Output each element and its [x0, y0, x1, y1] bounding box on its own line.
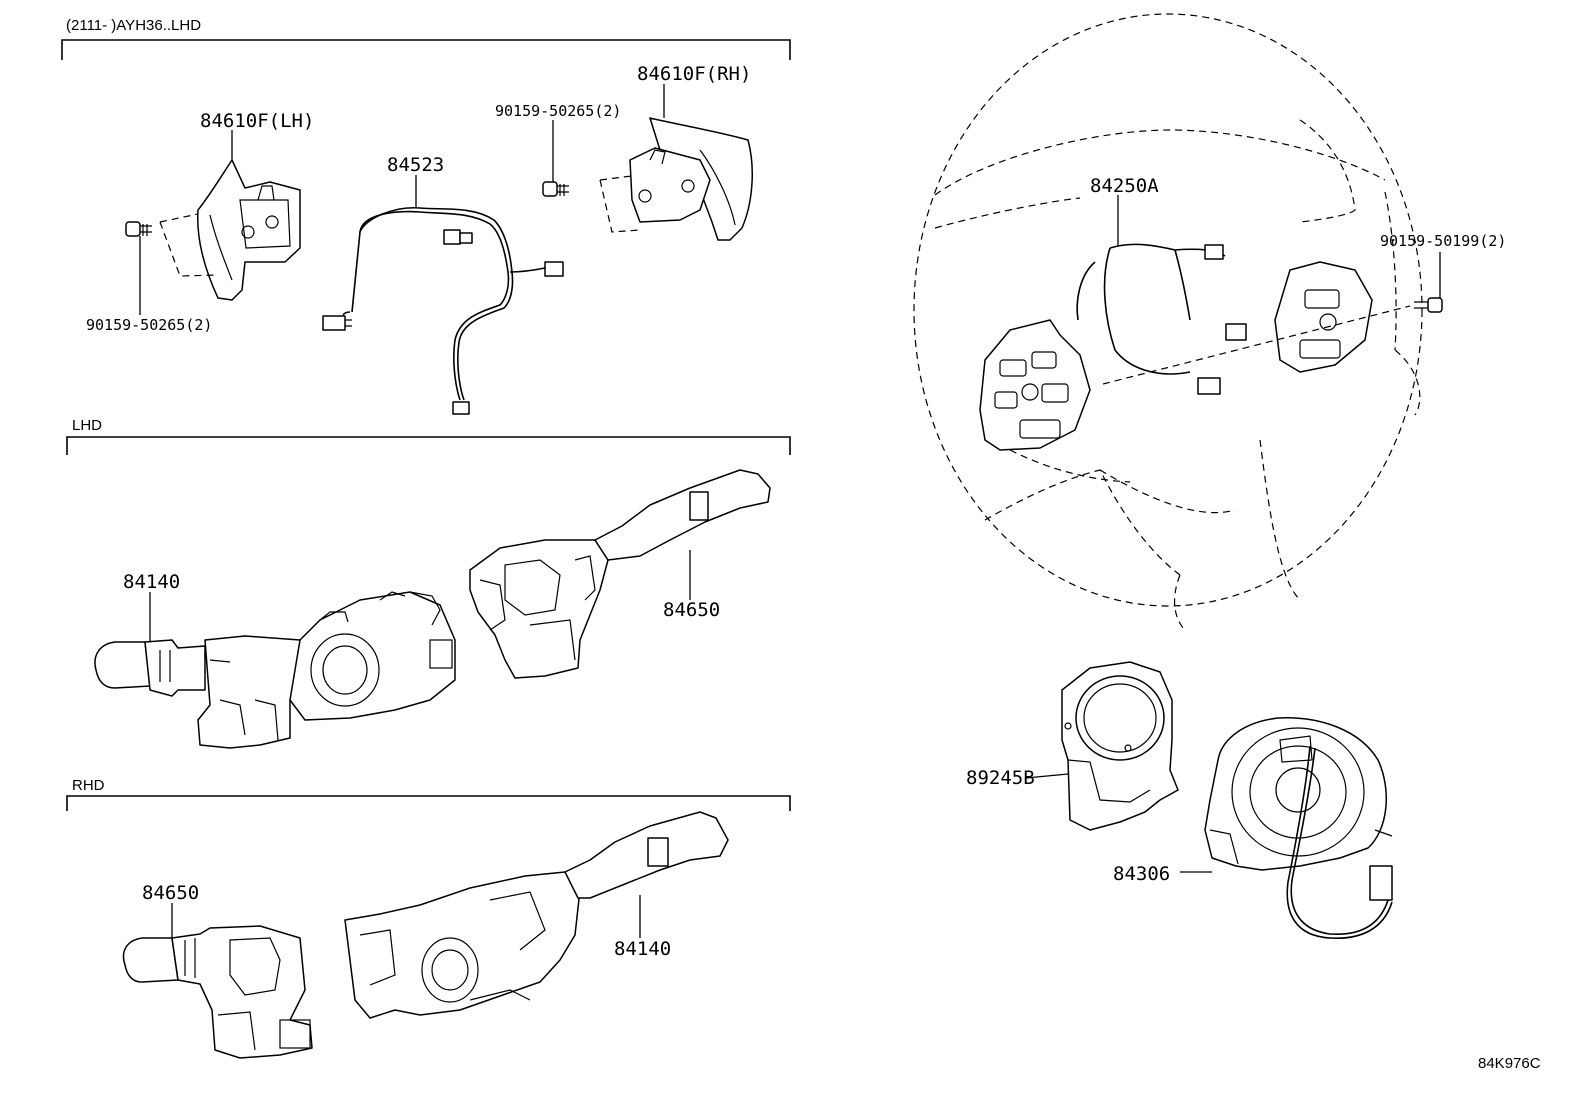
part-label-rhd-84650: 84650 [142, 882, 199, 904]
section-label-top: (2111- )AYH36..LHD [66, 17, 201, 34]
part-label-90159-50265-rh: 90159-50265(2) [495, 102, 621, 120]
diagram-reference-code: 84K976C [1478, 1055, 1541, 1072]
screw-wheel-drawing [1414, 297, 1443, 313]
wire-harness-drawing [322, 207, 564, 415]
part-label-84250a: 84250A [1090, 175, 1159, 197]
part-label-84610f-rh: 84610F(RH) [637, 63, 751, 85]
part-label-rhd-84140: 84140 [614, 938, 671, 960]
lhd-wiper-switch-drawing [469, 469, 771, 679]
steering-switch-84250a-drawing [979, 243, 1411, 451]
paddle-rh-drawing [599, 117, 753, 241]
screw-lh-drawing [125, 221, 152, 237]
leader-89245b [1025, 773, 1069, 779]
part-label-lhd-84650: 84650 [663, 599, 720, 621]
part-label-84523: 84523 [387, 154, 444, 176]
section-rhd-bracket [66, 795, 791, 811]
steering-wheel-outline [913, 13, 1423, 631]
paddle-lh-drawing [159, 159, 301, 301]
rhd-combo-switch-drawing [344, 811, 729, 1019]
section-lhd-bracket [66, 436, 791, 455]
part-label-90159-50199: 90159-50199(2) [1380, 232, 1506, 250]
part-label-89245b: 89245B [966, 767, 1035, 789]
part-label-lhd-84140: 84140 [123, 571, 180, 593]
section-top-bracket [61, 39, 791, 60]
steering-sensor-drawing [1061, 661, 1179, 831]
part-label-84610f-lh: 84610F(LH) [200, 110, 314, 132]
screw-rh-drawing [542, 181, 569, 197]
part-label-90159-50265-lh: 90159-50265(2) [86, 316, 212, 334]
spiral-cable-drawing [1204, 717, 1393, 939]
section-label-lhd: LHD [72, 417, 102, 434]
rhd-wiper-switch-drawing [122, 925, 313, 1059]
lhd-combo-switch-drawing [94, 591, 456, 749]
section-label-rhd: RHD [72, 777, 105, 794]
part-label-84306: 84306 [1113, 863, 1170, 885]
